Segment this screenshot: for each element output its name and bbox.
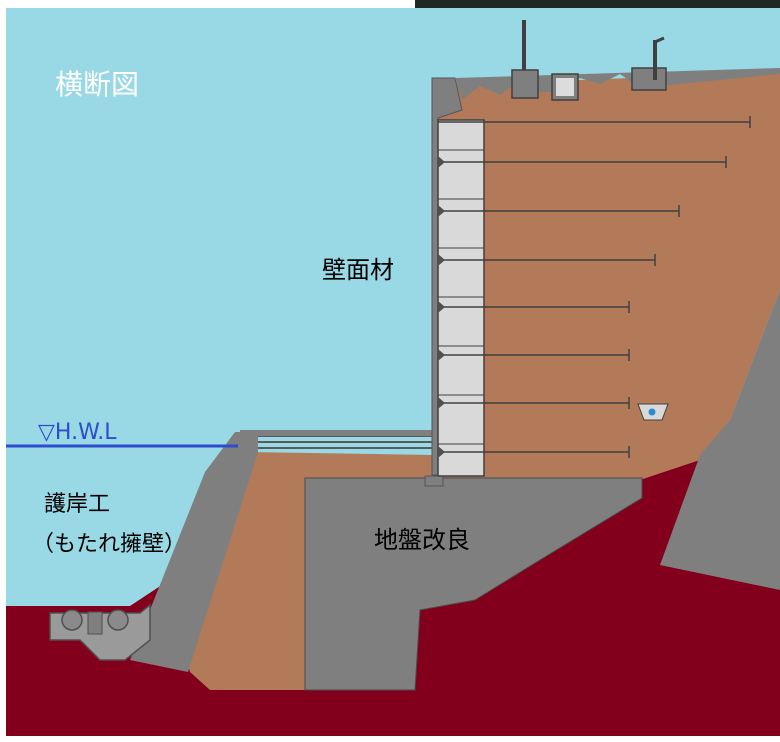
anchor-head — [438, 205, 445, 217]
revetment-wall — [130, 432, 258, 672]
diagram-title: 横断図 — [55, 68, 140, 101]
revetment-sub-label: （もたれ擁壁） — [32, 532, 187, 557]
wall-panels — [437, 119, 485, 477]
anchor-head — [438, 156, 445, 168]
panel-joints — [438, 149, 484, 445]
anchor-head — [438, 397, 445, 409]
slope-wall — [660, 290, 780, 590]
top-foundation-left — [511, 69, 539, 99]
top-duct-inner — [556, 78, 574, 96]
drain-pipe-hole — [648, 408, 656, 416]
top-foundation-right — [631, 67, 667, 91]
anchor-head — [438, 301, 445, 313]
hwl-label: ▽H.W.L — [38, 420, 117, 445]
ground-improvement-label: 地盤改良 — [374, 526, 470, 554]
toe-blocks — [49, 603, 151, 661]
coping-top — [240, 430, 432, 436]
anchor-head — [438, 446, 445, 458]
revetment-label: 護岸工 — [44, 492, 111, 517]
anchor-head — [438, 349, 445, 361]
anchor-bars — [438, 116, 751, 458]
anchor-head — [438, 254, 445, 266]
wall-face-label: 壁面材 — [322, 256, 394, 284]
ground-improvement-block — [304, 477, 643, 691]
wall-footing — [424, 475, 444, 487]
photo-strip — [415, 0, 780, 8]
guardrail-head — [654, 36, 665, 44]
